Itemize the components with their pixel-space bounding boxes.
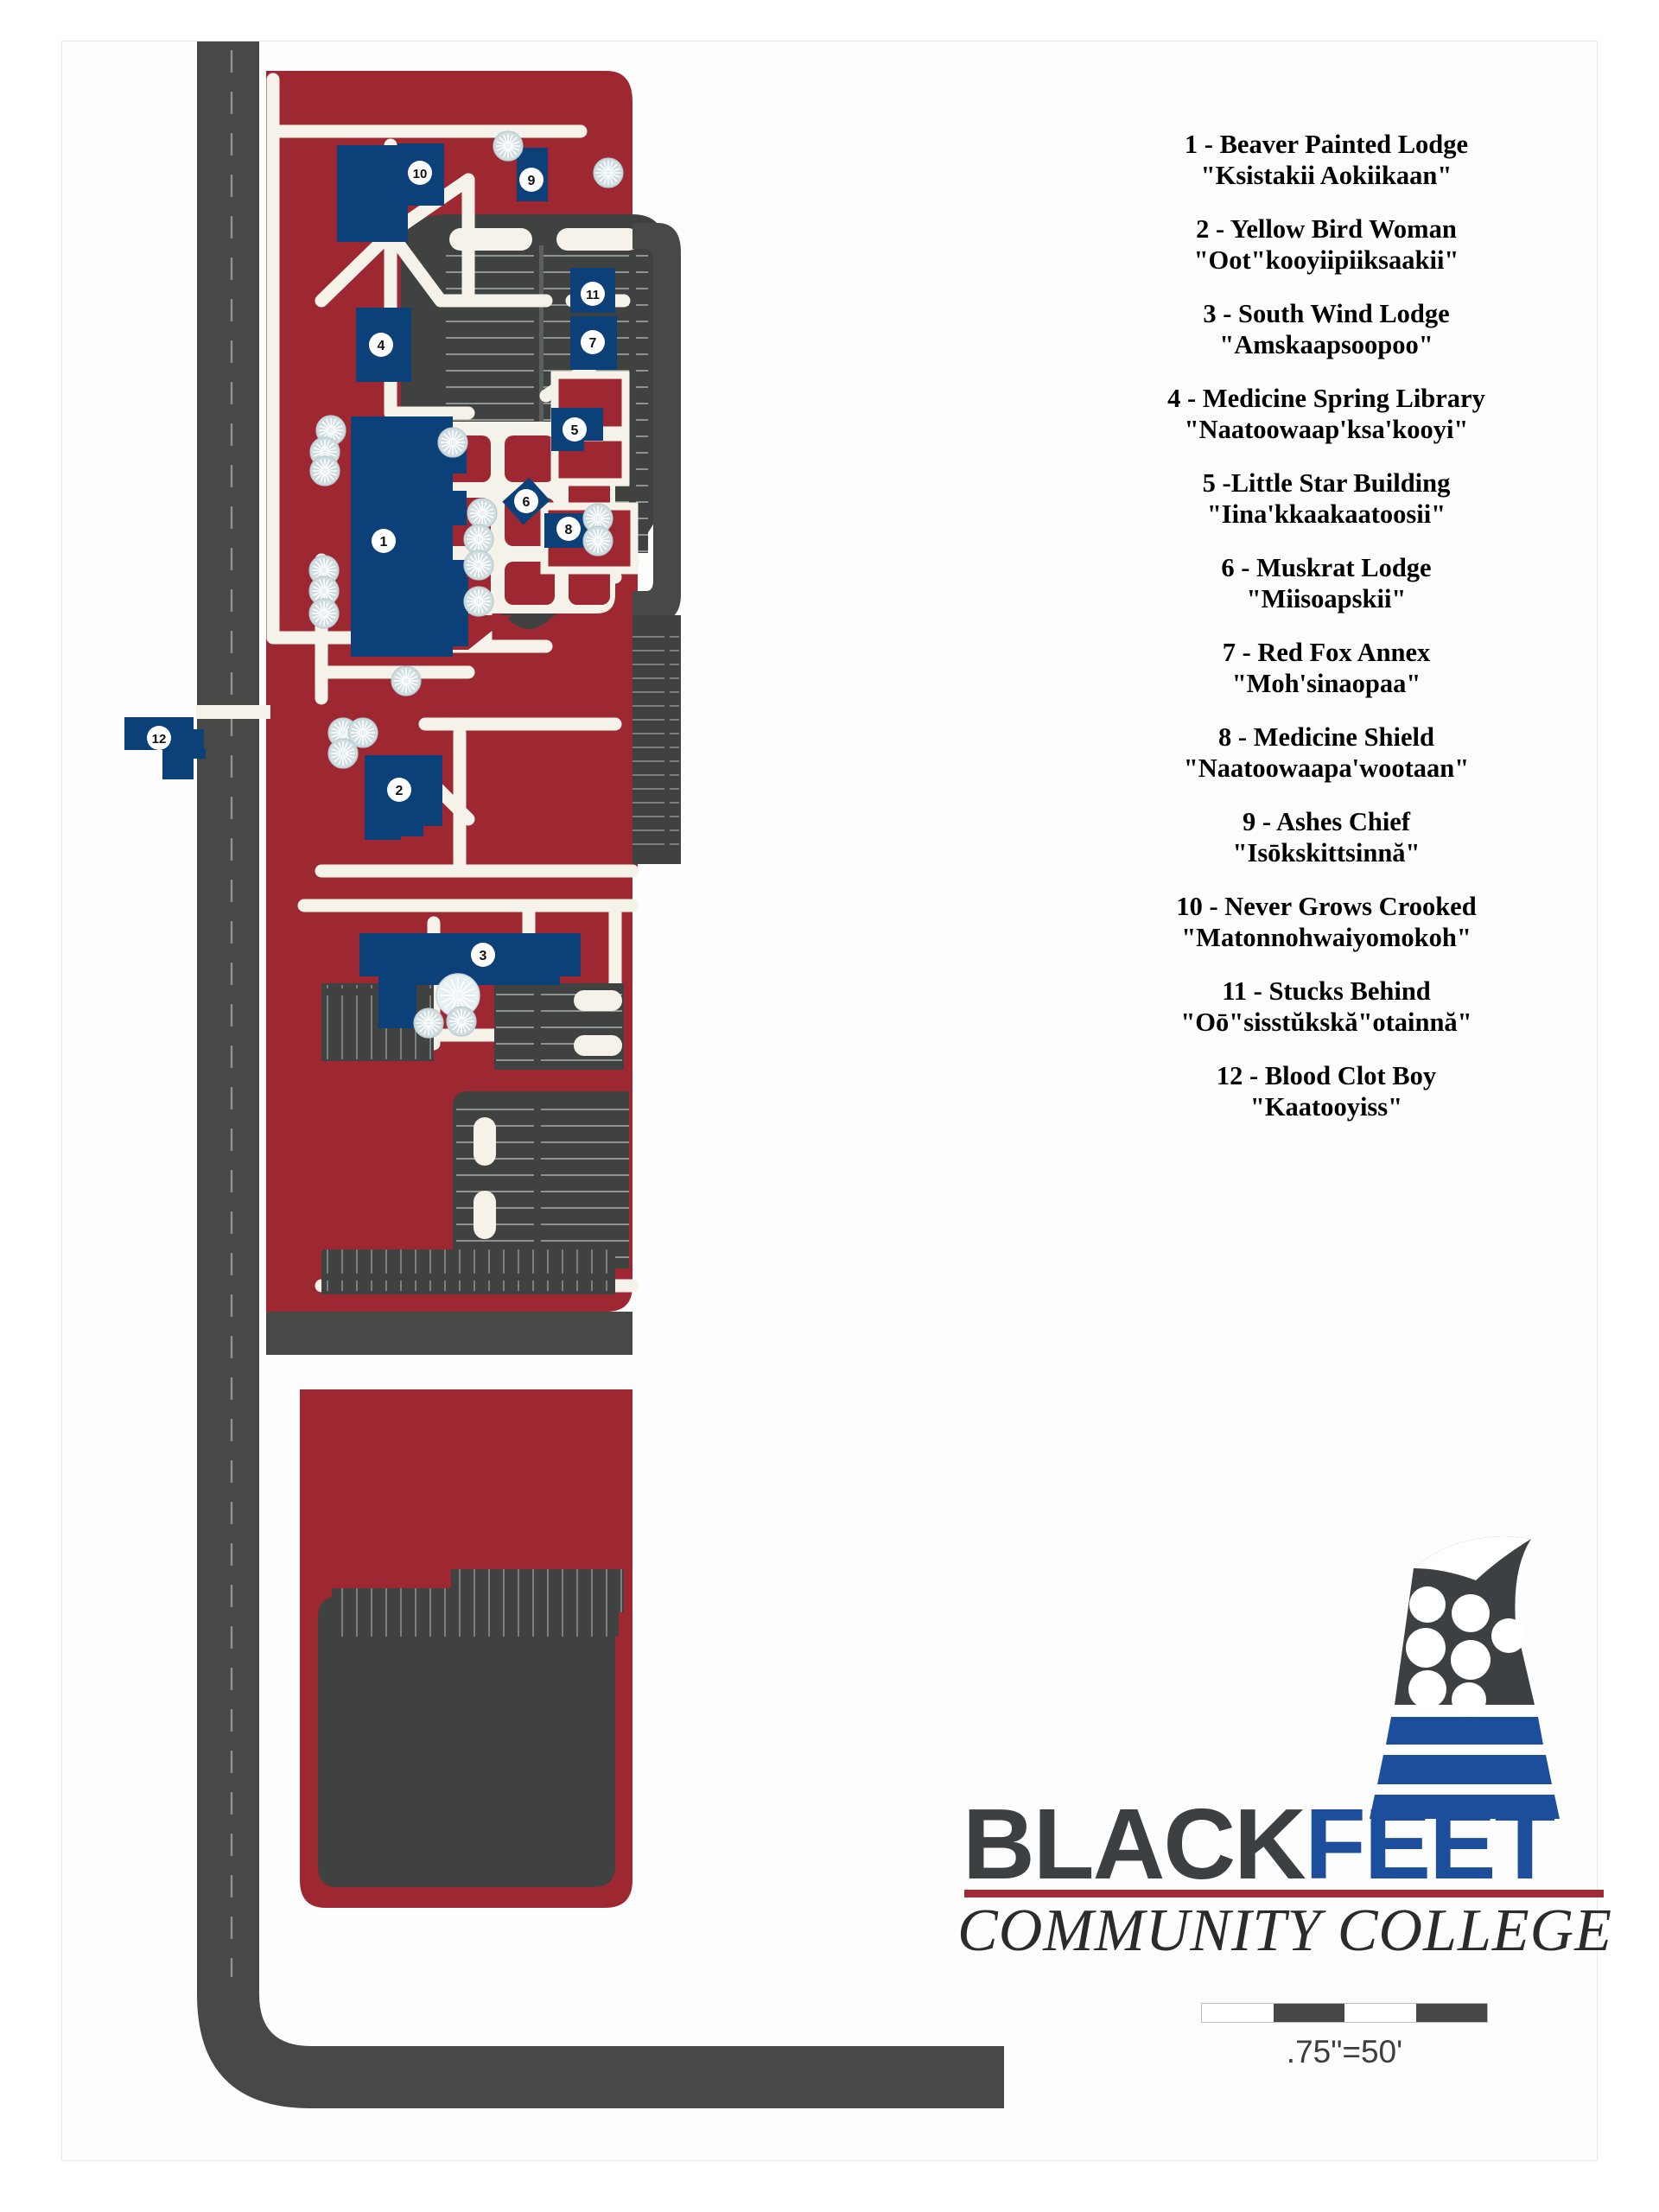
legend-item-6-native: "Miisoapskii" bbox=[1246, 583, 1407, 613]
building-3-main[interactable] bbox=[359, 933, 581, 1028]
map-scale: .75"=50' bbox=[1201, 2003, 1495, 2133]
legend-item-1-native: "Ksistakii Aokiikaan" bbox=[1200, 160, 1452, 190]
logo-word-feet: FEET bbox=[1304, 1788, 1555, 1900]
legend-item-2-title: 2 - Yellow Bird Woman bbox=[1196, 213, 1457, 244]
legend-item-7-title: 7 - Red Fox Annex bbox=[1222, 637, 1431, 667]
logo-word-black: BLACK bbox=[963, 1788, 1306, 1900]
logo-divider-rule bbox=[964, 1890, 1604, 1897]
logo-subtitle: COMMUNITY COLLEGE bbox=[957, 1897, 1612, 1964]
main-road bbox=[197, 41, 1004, 2108]
building-marker-3[interactable]: 3 bbox=[471, 943, 495, 967]
legend-item-10-title: 10 - Never Grows Crooked bbox=[1176, 891, 1477, 921]
building-marker-9[interactable]: 9 bbox=[519, 168, 543, 192]
legend-item-3-title: 3 - South Wind Lodge bbox=[1203, 298, 1450, 328]
building-marker-12[interactable]: 12 bbox=[147, 726, 171, 750]
parking-lot-mid-lower bbox=[321, 1249, 615, 1294]
legend-item-9[interactable]: 9 - Ashes Chief "Isōkskittsinnă" bbox=[1041, 807, 1611, 869]
svg-text:12: 12 bbox=[152, 732, 167, 747]
legend-item-11-title: 11 - Stucks Behind bbox=[1222, 976, 1431, 1006]
building-marker-7[interactable]: 7 bbox=[581, 330, 605, 354]
svg-text:11: 11 bbox=[586, 288, 600, 302]
legend-item-9-title: 9 - Ashes Chief bbox=[1242, 806, 1411, 836]
scale-segment-2 bbox=[1273, 2004, 1344, 2022]
scale-segment-1 bbox=[1202, 2004, 1274, 2022]
legend-item-4-native: "Naatoowaap'ksa'kooyi" bbox=[1184, 414, 1469, 444]
building-marker-1[interactable]: 1 bbox=[372, 529, 396, 553]
building-1-wing[interactable] bbox=[415, 577, 468, 646]
legend-item-9-native: "Isōkskittsinnă" bbox=[1232, 837, 1421, 868]
campus-map-svg[interactable]: 1 2 3 4 5 bbox=[62, 41, 1004, 2160]
legend-item-10-native: "Matonnohwaiyomokoh" bbox=[1181, 922, 1471, 952]
legend-item-8-native: "Naatoowaapa'wootaan" bbox=[1183, 753, 1470, 783]
svg-text:7: 7 bbox=[589, 336, 597, 351]
svg-text:8: 8 bbox=[565, 523, 573, 537]
parking-lot-east bbox=[632, 615, 681, 864]
legend-item-1[interactable]: 1 - Beaver Painted Lodge "Ksistakii Aoki… bbox=[1041, 130, 1611, 192]
legend-item-7[interactable]: 7 - Red Fox Annex "Moh'sinaopaa" bbox=[1041, 638, 1611, 700]
legend-item-12-title: 12 - Blood Clot Boy bbox=[1216, 1060, 1437, 1090]
parking-lot-south bbox=[318, 1569, 624, 1887]
legend-item-10[interactable]: 10 - Never Grows Crooked "Matonnohwaiyom… bbox=[1041, 892, 1611, 954]
building-marker-6[interactable]: 6 bbox=[514, 489, 538, 513]
legend-item-4[interactable]: 4 - Medicine Spring Library "Naatoowaap'… bbox=[1041, 384, 1611, 446]
svg-text:4: 4 bbox=[378, 339, 385, 353]
legend-item-7-native: "Moh'sinaopaa" bbox=[1231, 668, 1421, 698]
legend-item-5-title: 5 -Little Star Building bbox=[1202, 467, 1451, 498]
building-marker-2[interactable]: 2 bbox=[387, 778, 411, 802]
building-marker-4[interactable]: 4 bbox=[369, 333, 393, 357]
legend-item-2[interactable]: 2 - Yellow Bird Woman "Oot"kooyiipiiksaa… bbox=[1041, 214, 1611, 276]
legend-item-5-native: "Iina'kkaakaatoosii" bbox=[1206, 499, 1446, 529]
logo-wordmark: BLACKFEET bbox=[963, 1794, 1609, 1894]
building-legend: 1 - Beaver Painted Lodge "Ksistakii Aoki… bbox=[1041, 130, 1611, 1146]
legend-item-12-native: "Kaatooyiss" bbox=[1249, 1091, 1403, 1122]
scale-label: .75"=50' bbox=[1286, 2034, 1403, 2069]
legend-item-2-native: "Oot"kooyiipiiksaakii" bbox=[1193, 245, 1459, 275]
svg-text:3: 3 bbox=[480, 949, 487, 963]
service-road-south bbox=[266, 1312, 632, 1355]
legend-item-8[interactable]: 8 - Medicine Shield "Naatoowaapa'wootaan… bbox=[1041, 722, 1611, 785]
scale-bar-graphic bbox=[1201, 2003, 1488, 2023]
svg-text:2: 2 bbox=[396, 784, 404, 798]
building-marker-5[interactable]: 5 bbox=[563, 417, 587, 442]
building-marker-8[interactable]: 8 bbox=[556, 517, 581, 541]
legend-item-1-title: 1 - Beaver Painted Lodge bbox=[1184, 130, 1469, 159]
legend-item-4-title: 4 - Medicine Spring Library bbox=[1167, 383, 1485, 413]
parking-lot-mid bbox=[453, 1091, 629, 1268]
campus-map[interactable]: 1 2 3 4 5 bbox=[62, 41, 1004, 2160]
svg-text:1: 1 bbox=[380, 535, 388, 550]
svg-text:9: 9 bbox=[528, 174, 536, 188]
driveway-west bbox=[196, 705, 270, 719]
legend-item-3-native: "Amskaapsoopoo" bbox=[1219, 329, 1433, 359]
legend-item-12[interactable]: 12 - Blood Clot Boy "Kaatooyiss" bbox=[1041, 1061, 1611, 1123]
scale-segment-4 bbox=[1415, 2004, 1487, 2022]
parking-lot-upper-mid bbox=[494, 983, 624, 1070]
building-marker-11[interactable]: 11 bbox=[581, 282, 605, 306]
legend-item-6[interactable]: 6 - Muskrat Lodge "Miisoapskii" bbox=[1041, 553, 1611, 615]
svg-text:5: 5 bbox=[571, 423, 579, 438]
legend-item-5[interactable]: 5 -Little Star Building "Iina'kkaakaatoo… bbox=[1041, 468, 1611, 531]
legend-item-11[interactable]: 11 - Stucks Behind "Oō"sisstŭkskă"otainn… bbox=[1041, 976, 1611, 1039]
svg-text:10: 10 bbox=[413, 167, 428, 181]
campus-loop-road bbox=[632, 223, 681, 622]
building-marker-10[interactable]: 10 bbox=[408, 161, 432, 185]
scale-segment-3 bbox=[1344, 2004, 1416, 2022]
legend-item-8-title: 8 - Medicine Shield bbox=[1218, 721, 1434, 752]
svg-text:6: 6 bbox=[523, 495, 531, 510]
college-logo: BLACKFEET COMMUNITY COLLEGE bbox=[957, 1534, 1614, 1966]
building-number-markers[interactable]: 1 2 3 4 5 bbox=[147, 161, 605, 967]
tipi-icon bbox=[1370, 1536, 1560, 1819]
legend-item-6-title: 6 - Muskrat Lodge bbox=[1221, 552, 1432, 582]
legend-item-3[interactable]: 3 - South Wind Lodge "Amskaapsoopoo" bbox=[1041, 299, 1611, 361]
legend-item-11-native: "Oō"sisstŭkskă"otainnă" bbox=[1180, 1007, 1472, 1037]
building-nw-shape[interactable] bbox=[337, 145, 408, 242]
